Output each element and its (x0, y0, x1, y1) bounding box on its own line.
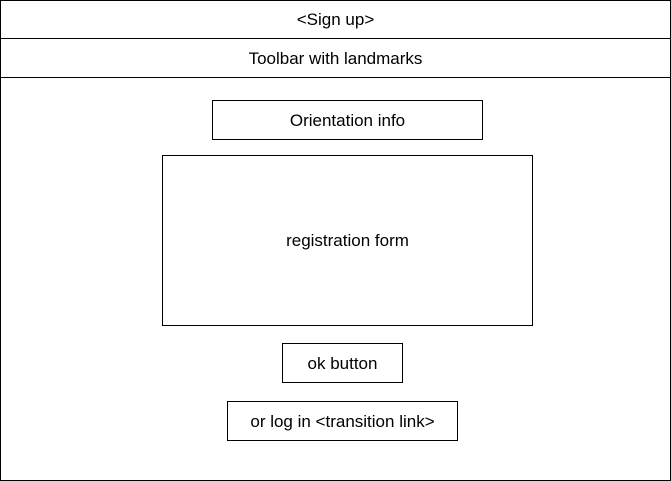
ok-button-label: ok button (307, 353, 378, 373)
title-label: <Sign up> (296, 10, 375, 29)
orientation-info-label: Orientation info (289, 110, 406, 130)
orientation-info-box: Orientation info (212, 100, 483, 140)
registration-form-label: registration form (286, 231, 409, 250)
toolbar-label: Toolbar with landmarks (248, 48, 423, 68)
login-link-label: or log in <transition link> (250, 411, 435, 431)
ok-button-box: ok button (282, 343, 403, 383)
title-bar: <Sign up> (0, 0, 671, 40)
login-link-box: or log in <transition link> (227, 401, 458, 441)
registration-form-box: registration form (162, 155, 533, 326)
toolbar-box: Toolbar with landmarks (0, 38, 671, 78)
